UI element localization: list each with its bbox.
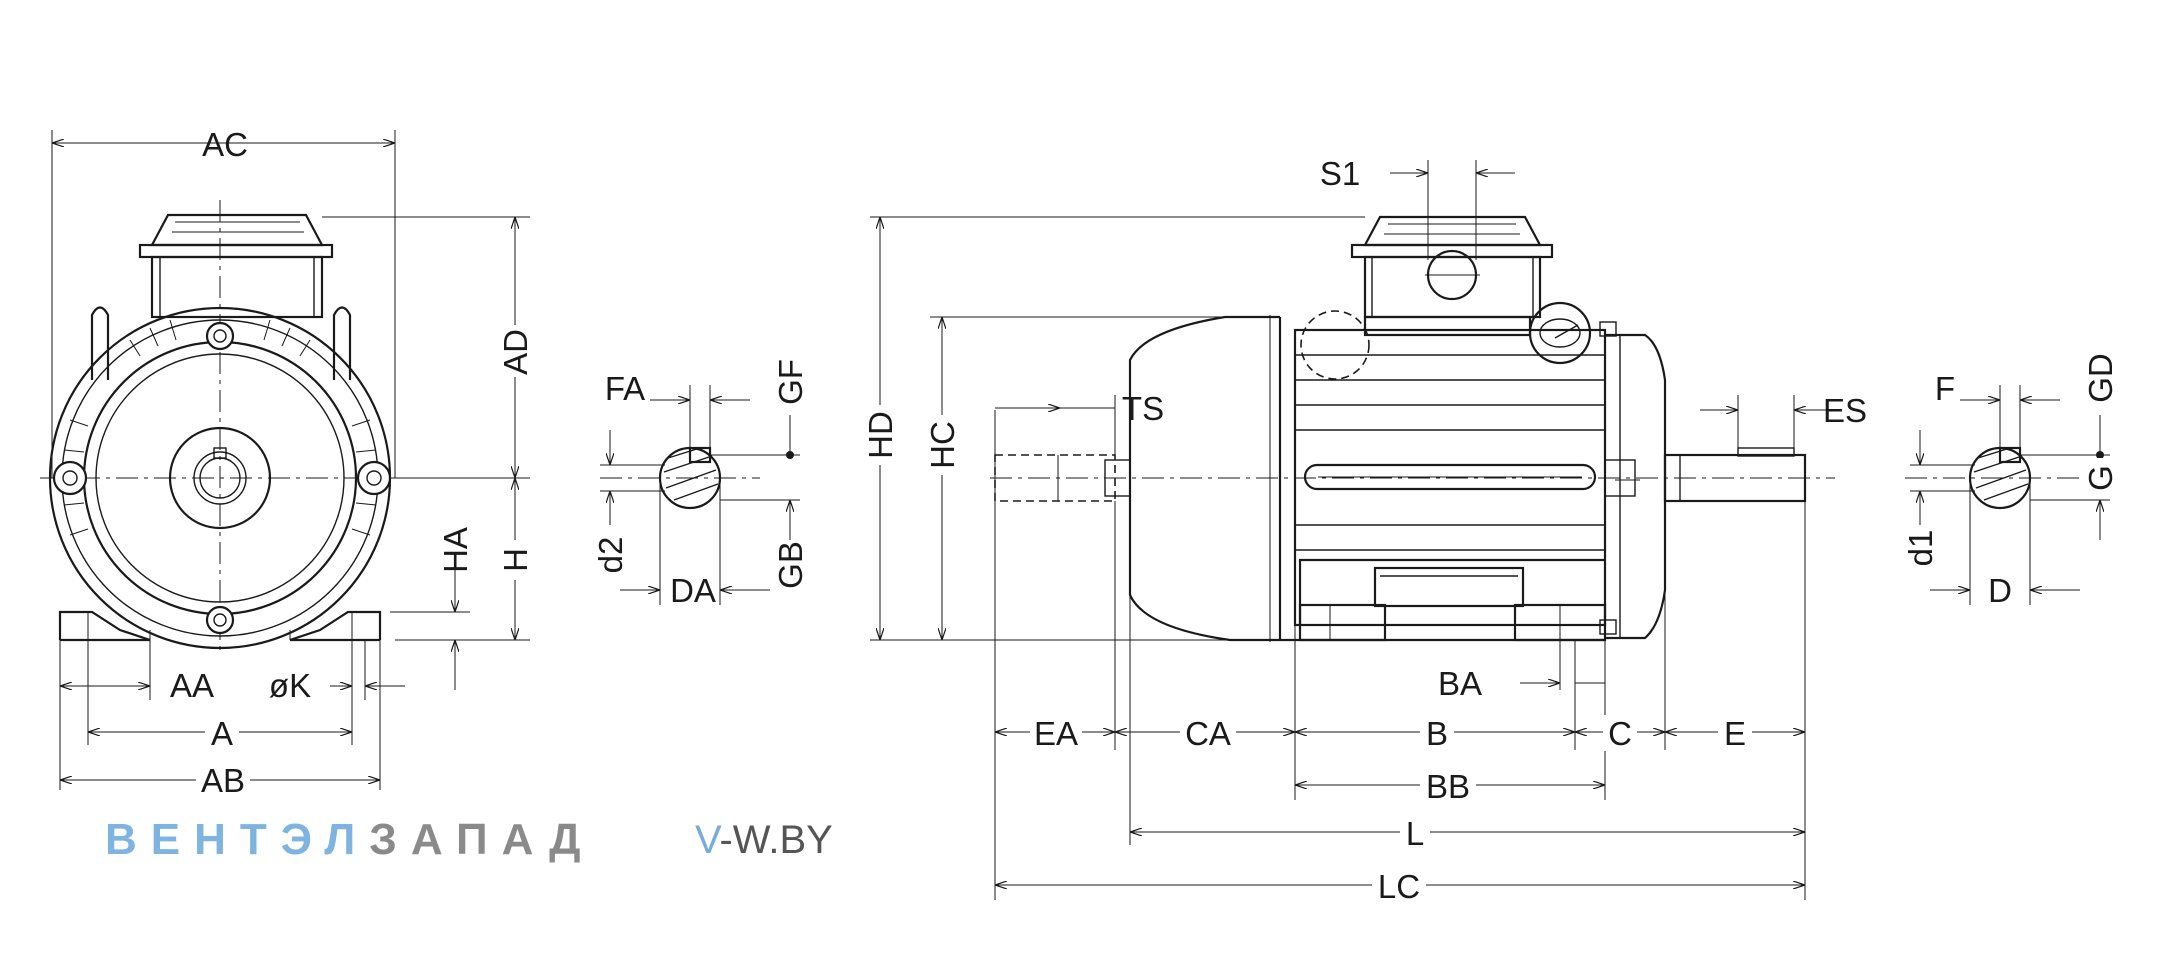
label-h: H bbox=[497, 548, 534, 572]
shaft-section-da: FA GF GB d2 DA bbox=[592, 359, 809, 609]
label-d2: d2 bbox=[592, 537, 629, 574]
label-ha: HA bbox=[437, 527, 474, 573]
label-g: G bbox=[2082, 465, 2119, 491]
label-gd: GD bbox=[2082, 353, 2119, 403]
label-hd: HD bbox=[862, 411, 899, 459]
label-d1: d1 bbox=[1902, 530, 1939, 567]
end-shield bbox=[1599, 321, 1667, 640]
stator-body bbox=[1280, 315, 1607, 642]
label-l: L bbox=[1406, 815, 1424, 852]
label-bb: BB bbox=[1426, 768, 1470, 805]
label-lc: LC bbox=[1378, 868, 1420, 905]
label-gf: GF bbox=[772, 359, 809, 405]
side-view: S1 HD HC TS ES BA bbox=[860, 155, 1867, 905]
label-f: F bbox=[1935, 370, 1955, 407]
label-da: DA bbox=[670, 572, 716, 609]
brand-logo: ВЕНТЭЛЗАПАД bbox=[105, 815, 594, 865]
label-ad: AD bbox=[497, 329, 534, 375]
website-rest: -W.BY bbox=[719, 818, 833, 862]
label-ac: AC bbox=[202, 126, 248, 163]
label-es: ES bbox=[1823, 392, 1867, 429]
terminal-box-front bbox=[138, 213, 334, 319]
label-k: øK bbox=[269, 667, 311, 704]
label-aa: AA bbox=[170, 667, 214, 704]
label-d: D bbox=[1988, 572, 2012, 609]
terminal-box-side bbox=[1350, 215, 1554, 319]
brand-part-1: ВЕНТЭЛ bbox=[105, 815, 370, 864]
main-shaft bbox=[1663, 447, 1807, 503]
label-s1: S1 bbox=[1320, 155, 1360, 192]
label-ba: BA bbox=[1438, 665, 1482, 702]
label-e: E bbox=[1724, 715, 1746, 752]
website-url: V-W.BY bbox=[695, 818, 833, 863]
label-ea: EA bbox=[1034, 715, 1078, 752]
label-a: A bbox=[211, 715, 233, 752]
front-view: AC AD H HA AA øK A AB bbox=[40, 126, 535, 799]
motor-frame-front bbox=[48, 306, 392, 650]
label-ts: TS bbox=[1122, 390, 1164, 427]
label-b: B bbox=[1426, 715, 1448, 752]
label-ab: AB bbox=[201, 762, 245, 799]
brand-part-2: ЗАПАД bbox=[369, 815, 595, 864]
label-c: C bbox=[1608, 715, 1632, 752]
auxiliary-shaft bbox=[994, 454, 1131, 502]
website-prefix: V bbox=[695, 818, 720, 862]
label-fa: FA bbox=[605, 370, 645, 407]
label-gb: GB bbox=[772, 541, 809, 589]
shaft-section-d: F GD G d1 D bbox=[1902, 353, 2120, 609]
label-ca: CA bbox=[1185, 715, 1231, 752]
label-hc: HC bbox=[924, 421, 961, 469]
